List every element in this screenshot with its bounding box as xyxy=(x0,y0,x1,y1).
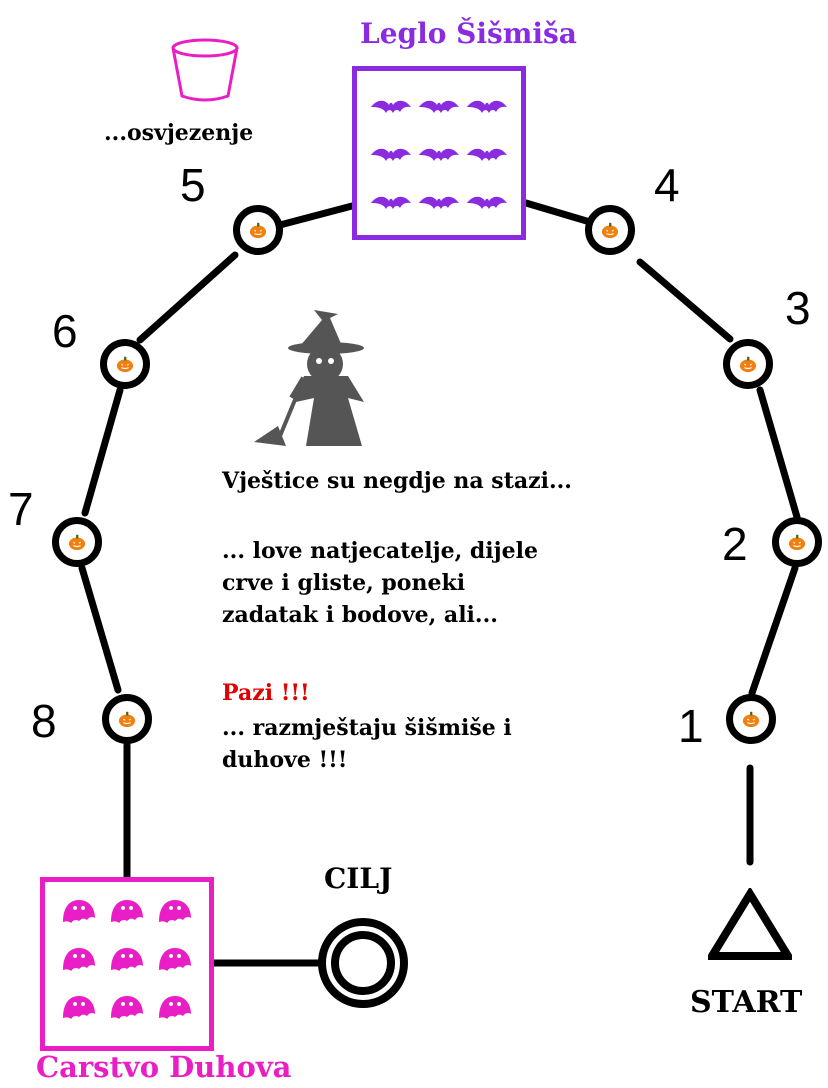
pumpkin-icon xyxy=(116,356,134,373)
witch-icon xyxy=(254,310,364,446)
bat-grid xyxy=(371,100,507,209)
ghost-realm-title: Carstvo Duhova xyxy=(36,1050,292,1084)
ghost-grid xyxy=(63,900,191,1019)
step-number-1: 1 xyxy=(678,700,704,752)
pumpkin-icon xyxy=(68,534,86,551)
cup-icon[interactable] xyxy=(170,38,240,104)
pumpkin-icon xyxy=(788,534,806,551)
bat-lair-title: Leglo Šišmiša xyxy=(360,17,577,50)
pumpkin-icon xyxy=(118,711,136,728)
pumpkin-icon xyxy=(249,222,267,239)
ghost-realm-box[interactable] xyxy=(40,877,214,1051)
warning-text: Pazi !!! xyxy=(222,680,310,706)
step-number-5: 5 xyxy=(180,159,206,211)
step-number-4: 4 xyxy=(654,159,680,211)
bat-lair-box[interactable] xyxy=(352,66,526,240)
board-field-5[interactable] xyxy=(233,205,283,255)
ghost-icon xyxy=(63,900,191,1019)
step-number-2: 2 xyxy=(722,518,748,570)
pumpkin-icon xyxy=(742,711,760,728)
refresh-label: ...osvjezenje xyxy=(104,120,254,146)
target-icon[interactable] xyxy=(316,916,410,1010)
pumpkin-icon xyxy=(601,222,619,239)
finish-label: CILJ xyxy=(324,862,393,895)
story-line-4: zadatak i bodove, ali... xyxy=(222,602,498,628)
triangle-icon[interactable] xyxy=(708,888,792,962)
story-line-6: duhove !!! xyxy=(222,747,348,773)
board-field-3[interactable] xyxy=(723,339,773,389)
pumpkin-icon xyxy=(739,356,757,373)
story-line-5: ... razmještaju šišmiše i xyxy=(222,715,512,741)
board-field-6[interactable] xyxy=(100,339,150,389)
step-number-6: 6 xyxy=(52,305,78,357)
bat-icon xyxy=(371,100,507,209)
board-field-7[interactable] xyxy=(52,517,102,567)
story-line-1: Vještice su negdje na stazi... xyxy=(222,468,572,494)
start-label: START xyxy=(690,985,803,1020)
board-field-2[interactable] xyxy=(772,517,822,567)
step-number-8: 8 xyxy=(31,695,57,747)
step-number-7: 7 xyxy=(8,483,34,535)
board-field-8[interactable] xyxy=(102,694,152,744)
board-field-4[interactable] xyxy=(585,205,635,255)
story-line-3: crve i gliste, poneki xyxy=(222,570,466,596)
step-number-3: 3 xyxy=(785,282,811,334)
board-field-1[interactable] xyxy=(726,694,776,744)
story-line-2: ... love natjecatelje, dijele xyxy=(222,538,538,564)
